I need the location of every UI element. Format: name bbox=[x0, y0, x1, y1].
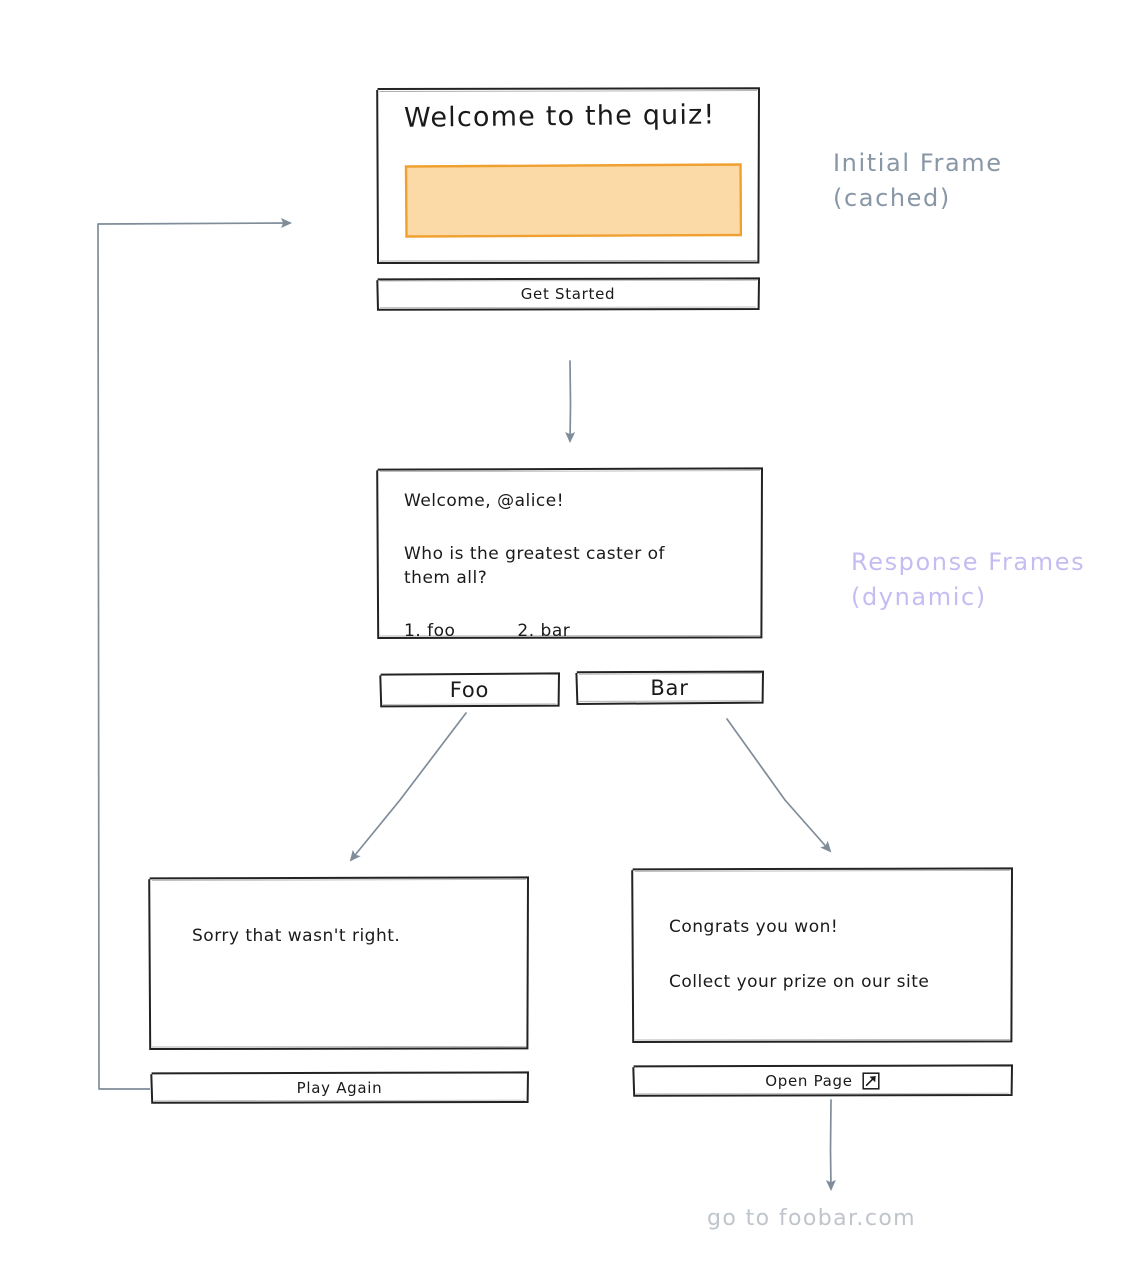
initial-frame-input-shape bbox=[404, 163, 742, 238]
get-started-button[interactable]: Get Started bbox=[376, 277, 760, 311]
won-frame-message-line-2: Collect your prize on our site bbox=[669, 971, 930, 992]
arrow-open-page-to-site bbox=[825, 1099, 836, 1191]
initial-frame-input[interactable] bbox=[404, 163, 742, 238]
initial-frame-title: Welcome to the quiz! bbox=[403, 99, 716, 134]
annotation-initial-frame: Initial Frame (cached) bbox=[833, 149, 1003, 212]
question-frame-choice-2: 2. bar bbox=[517, 620, 571, 641]
frame-question: Welcome, @alice! Who is the greatest cas… bbox=[376, 467, 763, 641]
bar-button[interactable]: Bar bbox=[575, 670, 764, 706]
external-link-icon bbox=[862, 1071, 880, 1090]
question-frame-question-line-2: them all? bbox=[404, 568, 488, 589]
question-frame-greeting: Welcome, @alice! bbox=[404, 491, 565, 511]
bar-button-label: Bar bbox=[650, 676, 689, 700]
get-started-button-label: Get Started bbox=[520, 285, 616, 303]
open-page-button[interactable]: Open Page bbox=[632, 1064, 1013, 1097]
frame-wrong-answer: Sorry that wasn't right. bbox=[148, 876, 529, 1050]
footer-note-target-site: go to foobar.com bbox=[707, 1206, 917, 1231]
question-frame-choice-1: 1. foo bbox=[404, 620, 456, 641]
foo-button-label: Foo bbox=[449, 678, 490, 702]
play-again-button-label: Play Again bbox=[296, 1078, 383, 1097]
annotation-response-frames: Response Frames (dynamic) bbox=[851, 548, 1086, 611]
open-page-button-label: Open Page bbox=[765, 1071, 853, 1090]
frame-won: Congrats you won! Collect your prize on … bbox=[631, 867, 1013, 1043]
arrow-foo-to-wrong bbox=[349, 712, 467, 862]
play-again-button[interactable]: Play Again bbox=[150, 1071, 529, 1104]
arrow-get-started-to-question bbox=[565, 360, 576, 443]
foo-button[interactable]: Foo bbox=[379, 672, 560, 708]
question-frame-choices: 1. foo 2. bar bbox=[404, 619, 763, 644]
wrong-frame-message: Sorry that wasn't right. bbox=[192, 926, 401, 946]
question-frame-question-line-1: Who is the greatest caster of bbox=[404, 543, 666, 564]
arrow-bar-to-won bbox=[726, 718, 832, 853]
won-frame-message-line-1: Congrats you won! bbox=[669, 917, 839, 937]
